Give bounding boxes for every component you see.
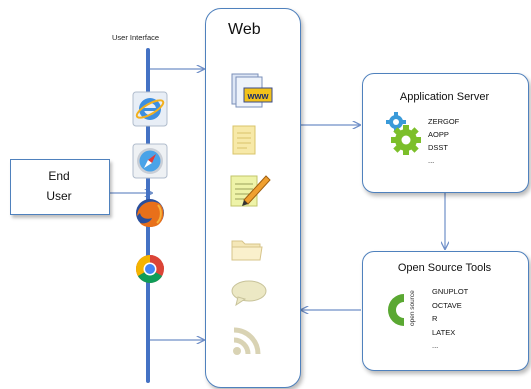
folder-icon[interactable] [230,236,264,267]
end-user-label: End User [10,166,108,206]
oss-item-latex: LATEX [432,327,456,337]
firefox-icon[interactable] [132,196,168,232]
svg-text:www: www [246,91,269,101]
app-item-aopp: AOPP [428,130,449,139]
app-item-zergof: ZERGOF [428,117,460,126]
oss-item-r: R [432,314,438,323]
safari-icon[interactable] [132,143,168,179]
gears-icon [386,112,426,165]
internet-explorer-icon[interactable] [132,91,168,127]
application-server-title: Application Server [399,91,490,103]
app-item-dsst: DSST [428,143,449,152]
application-server-box [362,73,529,193]
end-user-box [10,159,110,215]
open-source-logo-icon: open source [382,288,422,337]
open-source-tools-list: GNUPLOT OCTAVE R LATEX ... [432,285,468,353]
end-user-label-line2: User [46,189,72,203]
edit-document-icon[interactable] [228,170,272,215]
speech-bubble-icon[interactable] [230,279,268,312]
oss-item-ellipsis: ... [432,341,439,350]
application-server-list: ZERGOF AOPP DSST ... [428,115,459,167]
user-interface-label: User Interface [112,33,160,42]
chrome-icon[interactable] [132,251,168,287]
end-user-label-line1: End [48,169,70,183]
notepad-icon[interactable] [230,124,260,161]
www-page-icon[interactable]: www [228,72,274,117]
open-source-logo-text: open source [409,290,416,326]
rss-feed-icon[interactable] [230,322,266,363]
app-item-ellipsis: ... [428,156,435,165]
web-title: Web [228,21,261,38]
oss-item-octave: OCTAVE [432,300,462,310]
open-source-tools-title: Open Source Tools [397,262,492,274]
oss-item-gnuplot: GNUPLOT [432,287,469,296]
